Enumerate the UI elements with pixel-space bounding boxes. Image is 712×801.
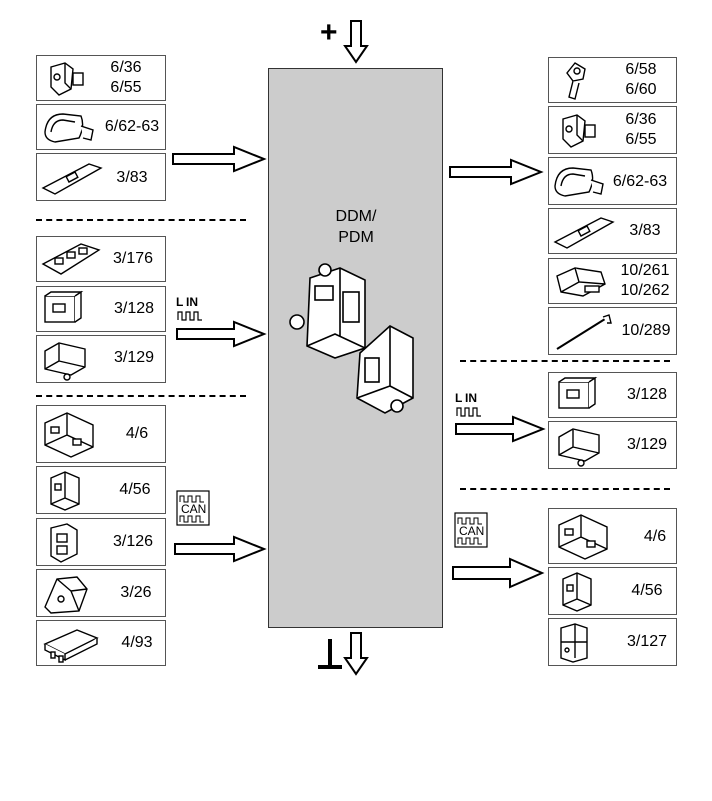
control-unit-icon — [50, 523, 78, 563]
ground-symbol-icon — [318, 639, 342, 669]
window-switch-icon — [41, 163, 103, 195]
power-input-arrow-icon — [343, 20, 369, 64]
left-component-9: 3/126 — [36, 518, 166, 566]
right-component-9: 4/6 — [548, 508, 677, 564]
left-component-2-label: 6/62-63 — [104, 118, 160, 135]
right-output-arrow-2 — [455, 415, 546, 443]
door-mirror-icon — [44, 113, 94, 143]
module-title-line-1: DDM/ — [335, 208, 377, 225]
separator-left-1 — [36, 219, 246, 221]
left-component-7-label: 4/6 — [125, 425, 149, 442]
module-title: DDM/ PDM — [320, 206, 392, 248]
antenna-icon — [556, 314, 612, 350]
separator-left-2 — [36, 395, 246, 397]
right-component-10: 4/56 — [548, 567, 677, 615]
left-component-5: 3/128 — [36, 286, 166, 332]
door-lock-icon — [562, 114, 596, 148]
right-component-7-label: 3/128 — [626, 386, 668, 403]
separator-right-2 — [460, 488, 670, 490]
right-component-3-label: 6/62-63 — [612, 173, 668, 190]
control-module-icon — [44, 290, 84, 323]
right-output-arrow-1 — [449, 158, 544, 186]
left-input-arrow-1 — [172, 145, 267, 173]
can-bus-right-icon: CAN — [454, 512, 488, 548]
left-component-3: 3/83 — [36, 153, 166, 201]
right-component-9-label: 4/6 — [643, 528, 667, 545]
left-component-10-label: 3/26 — [120, 584, 152, 601]
left-component-8: 4/56 — [36, 466, 166, 514]
control-unit-icon — [43, 629, 99, 663]
control-module-icon — [558, 428, 600, 467]
lamp-icon — [556, 267, 606, 297]
left-input-arrow-3 — [174, 535, 267, 563]
svg-text:L: L — [455, 391, 462, 405]
control-module-icon — [44, 342, 86, 381]
left-component-5-label: 3/128 — [113, 300, 155, 317]
power-symbol: + — [320, 16, 338, 49]
right-component-11-label: 3/127 — [626, 633, 668, 650]
can-bus-left-icon: CAN — [176, 490, 210, 526]
svg-text:CAN: CAN — [459, 524, 484, 538]
right-component-4-label: 3/83 — [629, 222, 661, 239]
svg-text:L: L — [176, 295, 183, 309]
control-unit-icon — [558, 514, 608, 560]
left-component-3-label: 3/83 — [116, 169, 148, 186]
left-component-6: 3/129 — [36, 335, 166, 383]
left-component-11: 4/93 — [36, 620, 166, 666]
svg-text:IN: IN — [465, 391, 477, 405]
control-unit-icon — [562, 572, 592, 612]
control-unit-icon — [44, 576, 88, 614]
right-component-10-label: 4/56 — [631, 582, 663, 599]
actuator-icon — [566, 62, 586, 100]
left-component-6-label: 3/129 — [113, 349, 155, 366]
control-module-icon — [558, 376, 598, 409]
separator-right-1 — [460, 360, 670, 362]
left-component-9-label: 3/126 — [112, 533, 154, 550]
svg-text:CAN: CAN — [181, 502, 206, 516]
left-component-8-label: 4/56 — [119, 481, 151, 498]
left-component-10: 3/26 — [36, 569, 166, 617]
left-component-4: 3/176 — [36, 236, 166, 282]
right-component-3: 6/62-63 — [548, 157, 677, 205]
left-input-arrow-2 — [176, 320, 267, 348]
switch-panel-icon — [41, 243, 101, 275]
door-lock-icon — [50, 62, 84, 96]
right-component-7: 3/128 — [548, 372, 677, 418]
right-component-4: 3/83 — [548, 208, 677, 254]
right-output-arrow-3 — [452, 557, 545, 589]
right-component-11: 3/127 — [548, 618, 677, 666]
left-component-4-label: 3/176 — [112, 250, 154, 267]
module-title-line-2: PDM — [338, 229, 374, 246]
left-component-11-label: 4/93 — [121, 634, 153, 651]
lin-bus-left-icon: L IN — [176, 295, 202, 321]
control-unit-icon — [560, 623, 588, 663]
control-unit-icon — [50, 471, 80, 511]
left-component-2: 6/62-63 — [36, 104, 166, 150]
door-mirror-icon — [554, 167, 604, 197]
control-unit-icon — [44, 412, 94, 458]
right-component-8-label: 3/129 — [626, 436, 668, 453]
right-component-6: 10/289 — [548, 307, 677, 355]
right-component-6-label: 10/289 — [621, 322, 671, 339]
left-component-7: 4/6 — [36, 405, 166, 463]
lin-bus-right-icon: L IN — [455, 391, 481, 417]
svg-text:IN: IN — [186, 295, 198, 309]
right-component-8: 3/129 — [548, 421, 677, 469]
ground-output-arrow-icon — [343, 632, 369, 676]
window-switch-icon — [553, 217, 615, 249]
ddm-pdm-module-icon — [289, 263, 414, 414]
